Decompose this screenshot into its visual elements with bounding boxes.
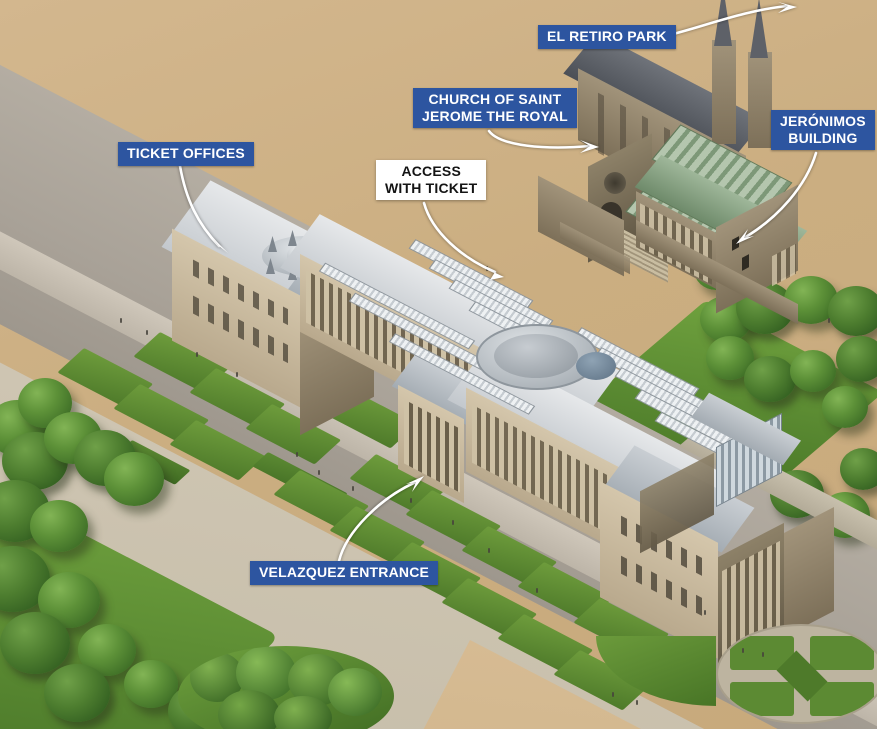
callout-velazquez-entrance[interactable]: VELAZQUEZ ENTRANCE	[250, 561, 439, 585]
bottom-circular-grove	[178, 646, 394, 729]
church-tower-right	[748, 52, 772, 148]
cupola-pinnacle-1	[268, 236, 277, 252]
rotunda-glass-dome	[576, 352, 616, 380]
central-rotunda-inner	[494, 334, 578, 378]
church-rose-window	[604, 172, 626, 194]
church-spire-left	[714, 0, 732, 46]
church-tower-left	[712, 40, 736, 144]
southeast-oval-parterre	[716, 624, 877, 724]
callout-church-of-saint-jerome-the-royal[interactable]: CHURCH OF SAINT JEROME THE ROYAL	[413, 88, 577, 129]
callout-jeronimos-building[interactable]: JERÓNIMOS BUILDING	[771, 110, 875, 151]
callout-access-with-ticket[interactable]: ACCESS WITH TICKET	[376, 160, 487, 201]
cupola-pinnacle-5	[266, 258, 275, 274]
callout-el-retiro-park[interactable]: EL RETIRO PARK	[538, 25, 676, 49]
callout-ticket-offices[interactable]: TICKET OFFICES	[118, 142, 254, 166]
cupola-pinnacle-2	[288, 230, 297, 246]
church-spire-right	[750, 0, 768, 58]
